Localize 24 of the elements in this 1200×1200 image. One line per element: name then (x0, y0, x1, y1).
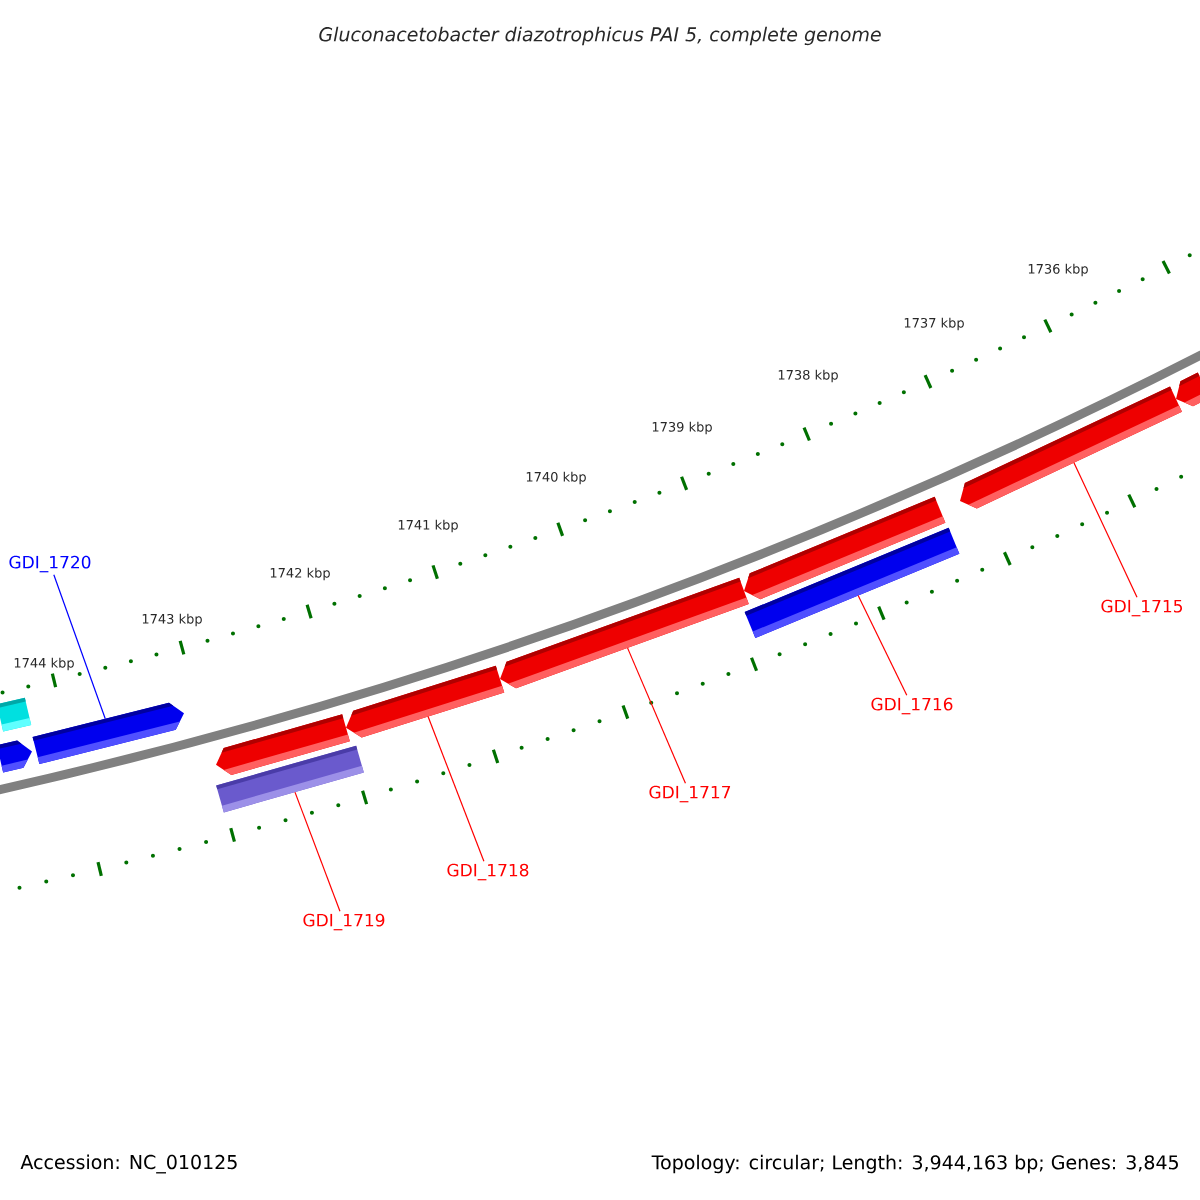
gene-block (216, 745, 364, 813)
gene-block (744, 496, 946, 600)
leader-line (294, 791, 341, 912)
gene-label: GDI_1716 (871, 697, 953, 715)
footer-text: Topology: circular; Length: 3,944,163 bp; Genes: 3,845 (651, 1154, 1178, 1174)
leader-line (626, 647, 687, 784)
footer-text: Accession: NC_010125 (20, 1154, 237, 1174)
gene-block (0, 740, 32, 773)
leader-line (53, 574, 106, 720)
gene-block (500, 577, 749, 689)
title: Gluconacetobacter diazotrophicus PAI 5, complete genome (319, 26, 881, 46)
gene-block (346, 665, 505, 738)
leader-line (857, 594, 908, 696)
gene-label: GDI_1720 (9, 555, 91, 573)
gene-block (1176, 372, 1200, 407)
gene-label: GDI_1719 (303, 913, 385, 931)
gene-block (32, 702, 184, 765)
gene-block (960, 386, 1182, 509)
gene-block (0, 697, 32, 732)
leader-line (427, 715, 485, 862)
leader-line (1073, 462, 1138, 598)
gene-label: GDI_1718 (447, 863, 529, 881)
gene-label: GDI_1717 (649, 785, 731, 803)
gene-label: GDI_1715 (1101, 599, 1182, 617)
